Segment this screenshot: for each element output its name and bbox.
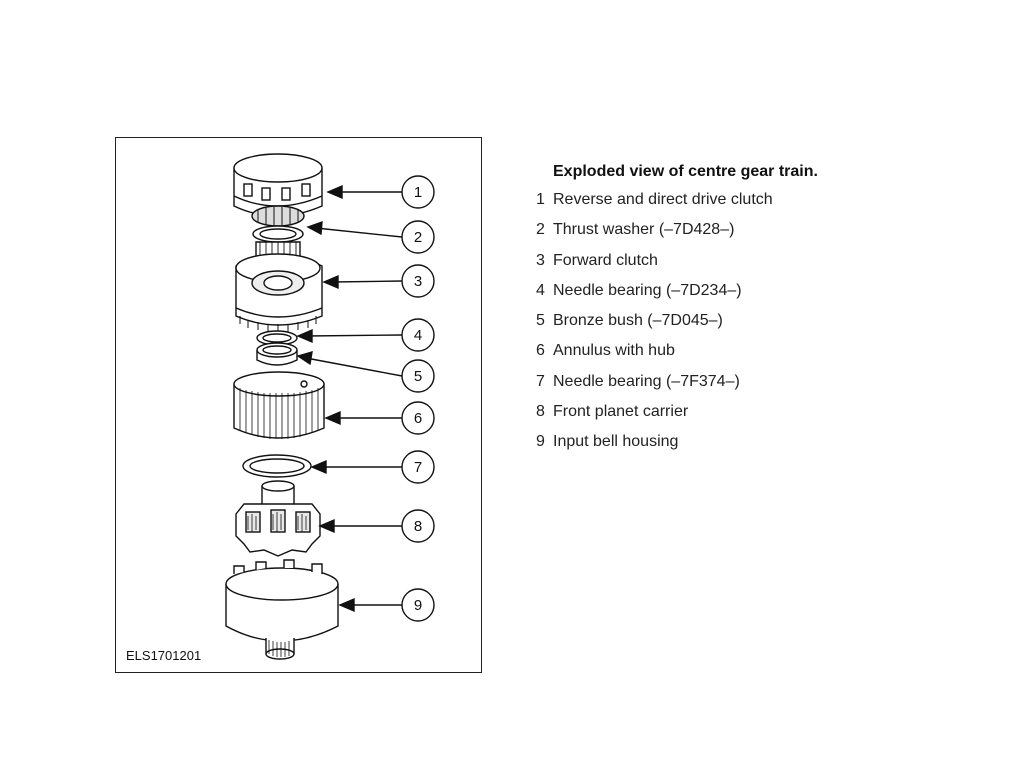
callout-circle-2 <box>401 220 435 254</box>
part-6-annulus <box>233 371 325 439</box>
legend-item-number: 6 <box>536 342 545 360</box>
legend-item-number: 8 <box>536 403 545 421</box>
callout-circle-1 <box>401 175 435 209</box>
legend-item-number: 9 <box>536 433 545 451</box>
legend-item: 9 Input bell housing <box>530 432 970 452</box>
part-1-clutch-drum <box>233 153 323 227</box>
legend-item: 4 Needle bearing (–7D234–) <box>530 281 970 301</box>
part-7-needle-bearing <box>242 454 312 478</box>
callout-circle-4 <box>401 318 435 352</box>
legend-item-label: Needle bearing (–7D234–) <box>553 281 742 299</box>
callout-circle-9 <box>401 588 435 622</box>
callout-circle-8 <box>401 509 435 543</box>
legend-item-label: Bronze bush (–7D045–) <box>553 312 723 330</box>
callout-circle-3 <box>401 264 435 298</box>
legend-item-label: Annulus with hub <box>553 342 675 360</box>
callout-circle-6 <box>401 401 435 435</box>
part-3-forward-clutch <box>235 241 323 332</box>
legend-item: 1 Reverse and direct drive clutch <box>530 190 970 210</box>
legend-item: 5 Bronze bush (–7D045–) <box>530 311 970 331</box>
figure-code: ELS1701201 <box>126 648 202 663</box>
callout-2: 2 <box>414 229 422 246</box>
part-2-thrust-washer <box>252 225 304 243</box>
legend-item-number: 5 <box>536 312 545 330</box>
legend-item-label: Needle bearing (–7F374–) <box>553 372 740 390</box>
callout-9: 9 <box>414 597 422 614</box>
legend-title: Exploded view of centre gear train. <box>553 163 818 180</box>
part-8-planet-carrier <box>235 480 321 557</box>
part-9-bell-housing <box>225 559 339 660</box>
parts-legend: Exploded view of centre gear train. 1 Rev… <box>530 163 970 463</box>
legend-item-number: 2 <box>536 221 545 239</box>
legend-list: 1 Reverse and direct drive clutch 2 Thrust… <box>530 190 970 452</box>
legend-item: 7 Needle bearing (–7F374–) <box>530 372 970 392</box>
legend-item-number: 4 <box>536 281 545 299</box>
callout-4: 4 <box>414 327 422 344</box>
legend-item: 3 Forward clutch <box>530 251 970 271</box>
callout-7: 7 <box>414 459 422 476</box>
exploded-view-figure: 1 2 3 4 5 6 7 8 9 ELS1701201 <box>115 137 482 673</box>
callout-circle-7 <box>401 450 435 484</box>
callout-1: 1 <box>414 184 422 201</box>
legend-item: 2 Thrust washer (–7D428–) <box>530 220 970 240</box>
gear-train-drawing: 1 2 3 4 5 6 7 8 9 <box>225 153 435 660</box>
legend-item-number: 3 <box>536 251 545 269</box>
legend-item-label: Input bell housing <box>553 433 679 451</box>
callout-3: 3 <box>414 273 422 290</box>
legend-item-number: 7 <box>536 372 545 390</box>
part-4-needle-bearing <box>256 330 298 346</box>
legend-item: 8 Front planet carrier <box>530 402 970 422</box>
legend-item-label: Reverse and direct drive clutch <box>553 191 773 208</box>
legend-item-label: Forward clutch <box>553 251 658 269</box>
callout-6: 6 <box>414 410 422 427</box>
part-5-bronze-bush <box>256 342 298 366</box>
callout-5: 5 <box>414 368 422 385</box>
legend-item-number: 1 <box>536 191 545 208</box>
callout-8: 8 <box>414 518 422 535</box>
legend-item: 6 Annulus with hub <box>530 341 970 361</box>
legend-item-label: Front planet carrier <box>553 403 689 421</box>
legend-item-label: Thrust washer (–7D428–) <box>553 221 735 239</box>
callout-circle-5 <box>401 359 435 393</box>
